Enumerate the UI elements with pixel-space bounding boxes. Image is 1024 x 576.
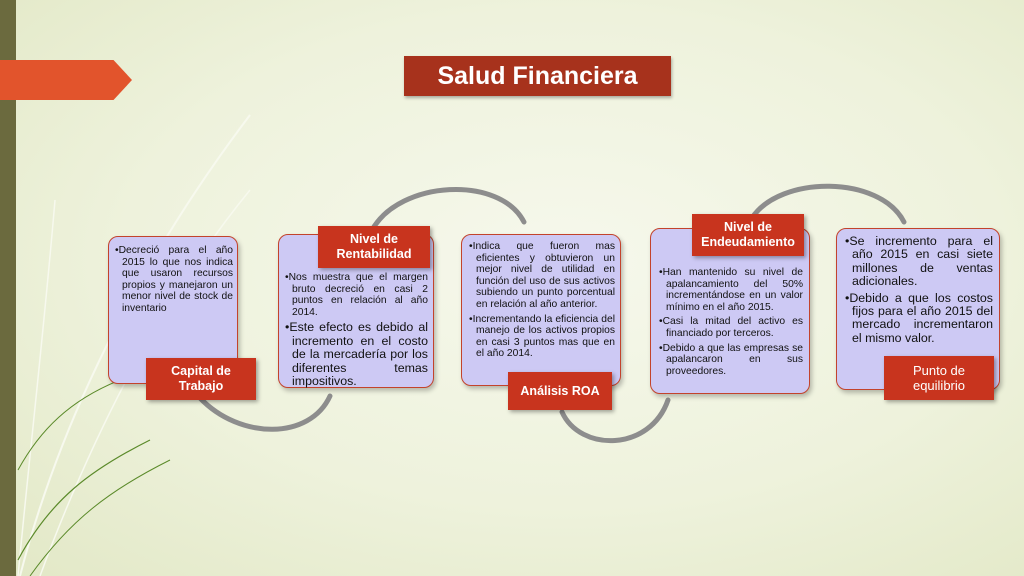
card-item: Decreció para el año 2015 lo que nos ind…: [115, 245, 233, 315]
label-nivel-de-endeudamiento: Nivel de Endeudamiento: [692, 214, 804, 256]
arc-rentabilidad-roa: [369, 186, 527, 233]
label-analisis-roa: Análisis ROA: [508, 372, 612, 410]
arc-roa-endeudamiento: [559, 397, 671, 444]
card-item: Debido a que las empresas se apalancaron…: [659, 343, 803, 378]
label-punto-de-equilibrio: Punto de equilibrio: [884, 356, 994, 400]
left-arrow-tab: [0, 60, 132, 100]
card-item: Indica que fueron mas eficientes y obtuv…: [469, 241, 615, 311]
card-item: Debido a que los costos fijos para el añ…: [845, 291, 993, 346]
label-capital-de-trabajo: Capital de Trabajo: [146, 358, 256, 400]
card-item: Este efecto es debido al incremento en e…: [285, 321, 428, 388]
left-accent-bar: [0, 0, 16, 576]
arc-capital-rentabilidad: [197, 393, 333, 432]
card-item: Casi la mitad del activo es financiado p…: [659, 316, 803, 339]
card-item: Han mantenido su nivel de apalancamiento…: [659, 267, 803, 313]
card-item: Incrementando la eficiencia del manejo d…: [469, 314, 615, 360]
arc-endeudamiento-equilibrio: [749, 183, 907, 225]
page-title: Salud Financiera: [404, 56, 671, 96]
card-analisis-roa: Indica que fueron mas eficientes y obtuv…: [461, 234, 621, 386]
card-item: Nos muestra que el margen bruto decreció…: [285, 272, 428, 318]
label-nivel-de-rentabilidad: Nivel de Rentabilidad: [318, 226, 430, 268]
card-item: Se incremento para el año 2015 en casi s…: [845, 234, 993, 289]
